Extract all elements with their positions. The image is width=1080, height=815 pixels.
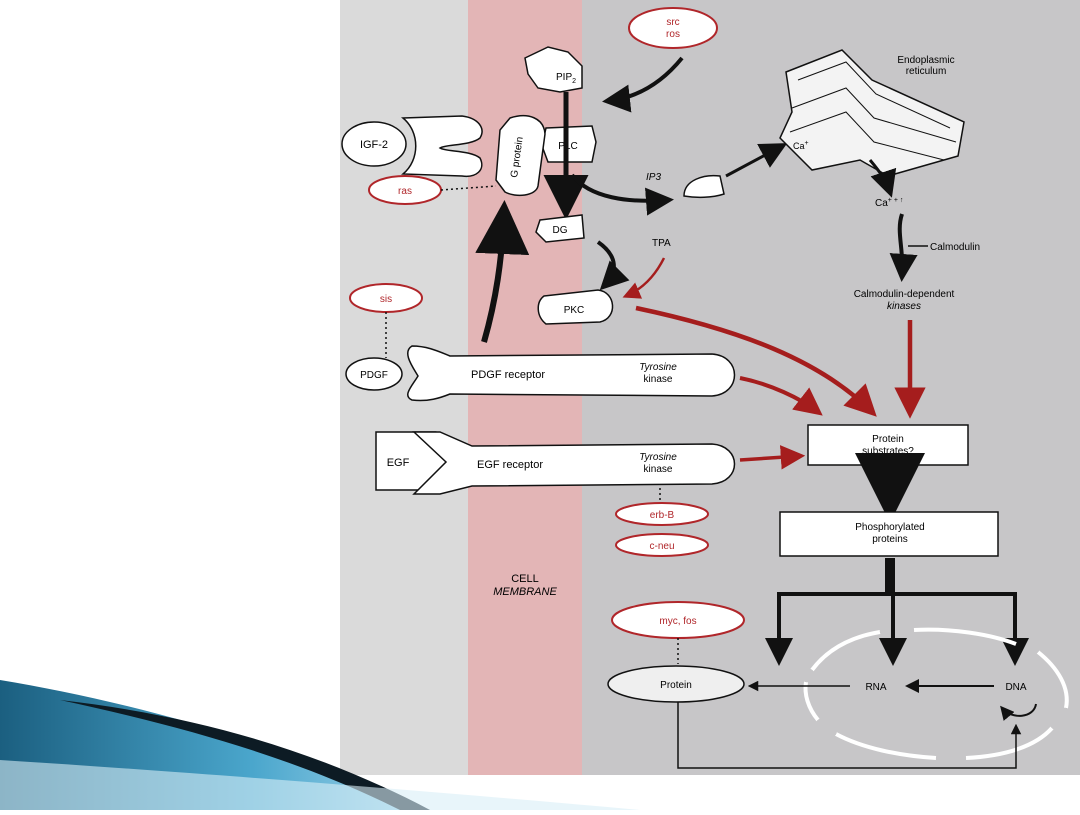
egf-receptor-shape: [412, 431, 736, 495]
tpa-to-pkc-arrow: [622, 257, 666, 299]
ip3-to-er-arrow: [725, 143, 788, 178]
pdgf-kinase-label: kinase: [644, 374, 673, 385]
er-label-line2: reticulum: [906, 66, 947, 77]
rna-label: RNA: [865, 682, 886, 693]
protein-product: [607, 665, 745, 703]
egf-tyrosine-label: Tyrosine: [639, 452, 677, 463]
cdk-label-line1: Calmodulin-dependent: [854, 289, 955, 300]
membrane-label-line1: CELL: [511, 573, 539, 585]
dna-label: DNA: [1005, 682, 1026, 693]
egf-ligand-label: EGF: [387, 457, 410, 469]
plc-to-ip3-arrow: [570, 173, 674, 216]
pdgf-receptor-label: PDGF receptor: [471, 369, 545, 381]
protein-substrates-box: [807, 424, 969, 466]
src-ros-oncogene: [628, 7, 718, 49]
egf-receptor-label: EGF receptor: [477, 459, 543, 471]
pdgf-to-substrates-arrow: [739, 376, 823, 416]
pdgf-receptor-shape: [407, 345, 736, 402]
substrates-label-line2: substrates?: [862, 446, 914, 457]
src-label: src: [666, 17, 679, 28]
igf2-label: IGF-2: [360, 139, 388, 151]
phospho-label-line1: Phosphorylated: [855, 522, 925, 533]
ip3-molecule: [683, 174, 725, 199]
egf-to-substrates-arrow: [739, 445, 806, 470]
myc-fos-label: myc, fos: [659, 616, 696, 627]
g-protein-shape: [495, 114, 546, 197]
ca-out-label: Ca+ + ↑: [875, 197, 903, 209]
pkc-label: PKC: [564, 305, 585, 316]
ca-to-kinases-arrow: [889, 213, 918, 282]
nucleus-branch-arrows: [765, 558, 1029, 666]
ras-link: [440, 185, 497, 191]
dg-shape: [535, 214, 585, 243]
er-label-line1: Endoplasmic: [897, 55, 954, 66]
calmodulin-label: Calmodulin: [930, 242, 980, 253]
igf2-receptor-shape: [400, 115, 483, 178]
dg-to-pkc-arrow: [596, 240, 630, 291]
ros-label: ros: [666, 29, 680, 40]
igf2-ligand: [341, 121, 407, 167]
pdgf-tyrosine-label: Tyrosine: [639, 362, 677, 373]
egf-kinase-label: kinase: [644, 464, 673, 475]
substrates-label-line1: Protein: [872, 434, 904, 445]
slide-swoosh-light: [0, 760, 640, 810]
cdk-label-line2: kinases: [887, 301, 921, 312]
pkc-to-substrates-arrow: [635, 305, 877, 417]
dna-replication-arrow: [1000, 703, 1037, 721]
pdgf-to-gprotein-arrow: [475, 200, 530, 343]
src-to-pip2-arrow: [602, 56, 684, 113]
ca-inside-label: Ca+: [793, 140, 809, 151]
pip2-shape: [524, 46, 583, 93]
nuclear-envelope-inner: [803, 627, 1069, 760]
pip2-label: PIP2: [556, 72, 576, 85]
membrane-label-line2: MEMBRANE: [493, 586, 557, 598]
er-to-ca-arrow: [868, 159, 897, 198]
pdgf-label: PDGF: [360, 370, 388, 381]
erbb-oncogene: [615, 502, 709, 526]
erbb-label: erb-B: [650, 510, 675, 521]
dg-label: DG: [553, 225, 568, 236]
cneu-label: c-neu: [649, 541, 674, 552]
ip3-label: IP3: [646, 172, 661, 183]
protein-feedback-line: [677, 702, 1022, 769]
sis-label: sis: [380, 294, 392, 305]
protein-label: Protein: [660, 680, 692, 691]
phosphorylated-proteins-box: [779, 511, 999, 557]
pkc-shape: [537, 289, 614, 325]
tpa-label: TPA: [652, 238, 671, 249]
ras-label: ras: [398, 186, 412, 197]
phospho-label-line2: proteins: [872, 534, 908, 545]
pdgf-ligand: [345, 357, 403, 391]
cneu-oncogene: [615, 533, 709, 557]
